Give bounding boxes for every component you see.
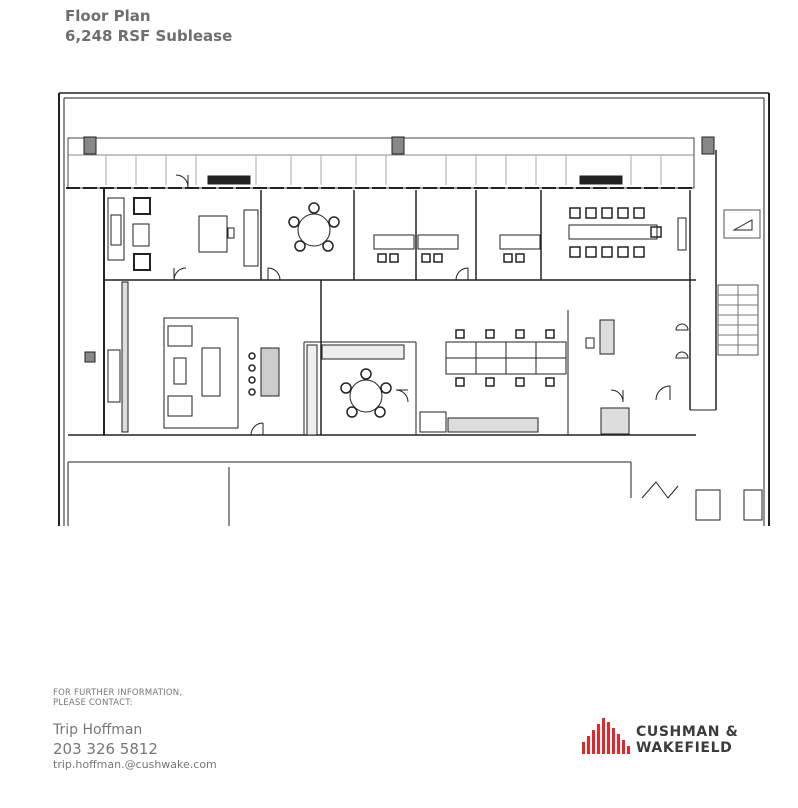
logo-line-2: WAKEFIELD [636,740,733,756]
contact-email[interactable]: trip.hoffman.@cushwake.com [53,758,217,771]
contact-info-line-2: PLEASE CONTACT: [53,698,133,708]
cushman-wakefield-logo: CUSHMAN & WAKEFIELD [582,716,752,756]
logo-wordmark: CUSHMAN & WAKEFIELD [636,724,738,756]
page-title: Floor Plan 6,248 RSF Sublease [65,6,232,46]
contact-block: FOR FURTHER INFORMATION, PLEASE CONTACT:… [53,688,223,771]
contact-info-label: FOR FURTHER INFORMATION, PLEASE CONTACT: [53,688,223,708]
contact-name: Trip Hoffman [53,722,143,738]
logo-mark-icon [582,718,630,754]
floor-plan-title: Floor Plan [65,7,151,25]
logo-line-1: CUSHMAN & [636,724,739,740]
contact-info-line-1: FOR FURTHER INFORMATION, [53,688,183,698]
floor-plan-subtitle: 6,248 RSF Sublease [65,27,233,45]
floor-plan-drawing [58,92,770,526]
contact-phone[interactable]: 203 326 5812 [53,740,158,758]
